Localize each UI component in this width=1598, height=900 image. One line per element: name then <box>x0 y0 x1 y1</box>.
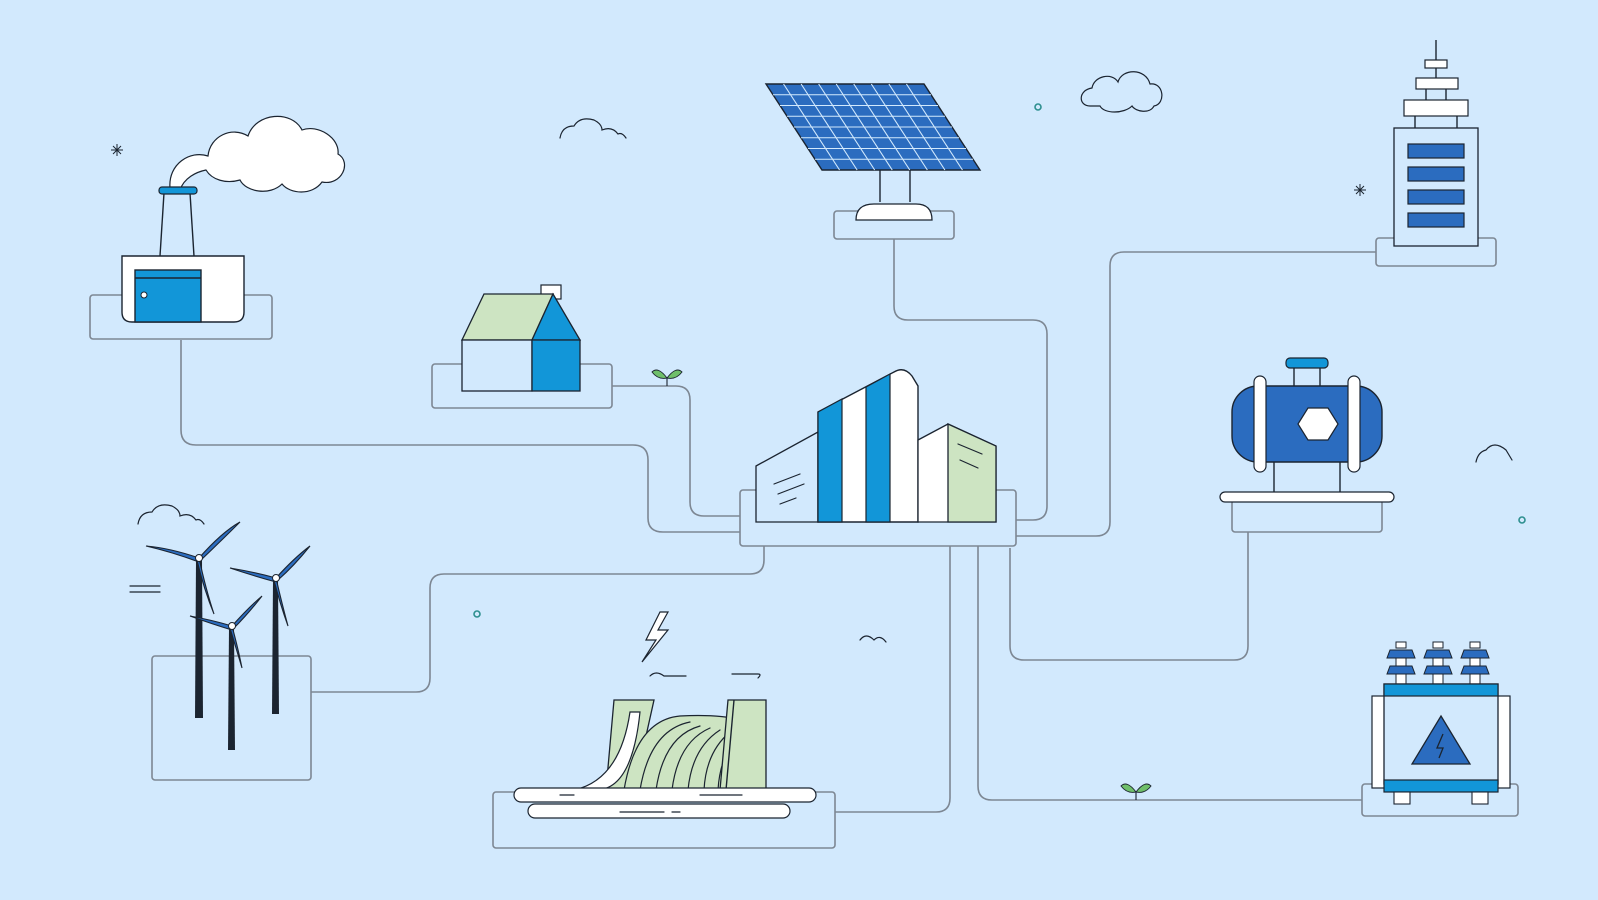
hub-right-face <box>947 422 997 523</box>
tank-hatch <box>1297 407 1339 441</box>
house-side <box>531 339 581 392</box>
office-tower-icon <box>1393 40 1479 247</box>
sparkle-icon <box>1354 184 1366 196</box>
connector-lines <box>180 239 1376 813</box>
house-front <box>461 339 533 392</box>
wire-solar-hub <box>893 239 1048 521</box>
house-icon <box>460 284 582 392</box>
hub-stripe <box>817 397 843 523</box>
decorations <box>111 71 1526 800</box>
chimney-cap <box>158 186 198 195</box>
cloud-outline-icon <box>137 504 205 525</box>
transformer-icon <box>1371 641 1511 805</box>
tank-band <box>1347 375 1361 473</box>
tank-band <box>1253 375 1267 473</box>
sprout-icon <box>1120 783 1152 800</box>
smoke-cloud <box>169 115 345 193</box>
cloud-outline-icon <box>1475 444 1513 463</box>
tower-window <box>1407 189 1465 205</box>
sparkle-icon <box>111 144 123 156</box>
wind-lines <box>129 585 161 593</box>
factory-smokestack-icon <box>121 115 345 323</box>
insulator <box>1386 641 1416 685</box>
insulator <box>1423 641 1453 685</box>
lightning-bolt-icon <box>641 611 670 663</box>
wire-hydro-hub <box>835 546 951 813</box>
wire-transformer-hub <box>977 546 1362 801</box>
wire-house-hub <box>612 385 740 517</box>
dot-icon <box>1034 103 1042 111</box>
insulator <box>1460 641 1490 685</box>
hub-stripe <box>865 372 891 523</box>
bird-icon <box>859 635 887 643</box>
hub-left-block <box>755 430 819 523</box>
solar-panel-icon <box>764 83 982 221</box>
wire-tank-hub <box>1009 532 1249 661</box>
cloud-icon <box>1080 71 1163 113</box>
storage-tank-icon <box>1219 357 1395 503</box>
tower-window <box>1407 166 1465 182</box>
tower-window <box>1407 212 1465 228</box>
cloud-outline-icon <box>559 118 627 139</box>
tank-stand <box>1219 491 1395 503</box>
dot-icon <box>473 610 481 618</box>
hydro-dam-icon <box>513 611 817 819</box>
wire-wind-hub <box>311 546 765 693</box>
wire-factory-hub <box>180 340 740 533</box>
wire-tower-hub <box>1016 251 1376 537</box>
solar-grid <box>773 83 973 171</box>
dam-curve <box>573 711 641 791</box>
sprout-icon <box>651 369 683 386</box>
dam-base <box>513 787 817 803</box>
wind-turbines-icon <box>145 521 311 750</box>
dam-water <box>527 803 791 819</box>
smart-grid-buildings-icon <box>755 369 997 523</box>
dot-icon <box>1518 516 1526 524</box>
solar-base <box>855 203 933 221</box>
tank-platform <box>1231 499 1383 533</box>
platforms <box>89 210 1519 849</box>
tower-window <box>1407 143 1465 159</box>
